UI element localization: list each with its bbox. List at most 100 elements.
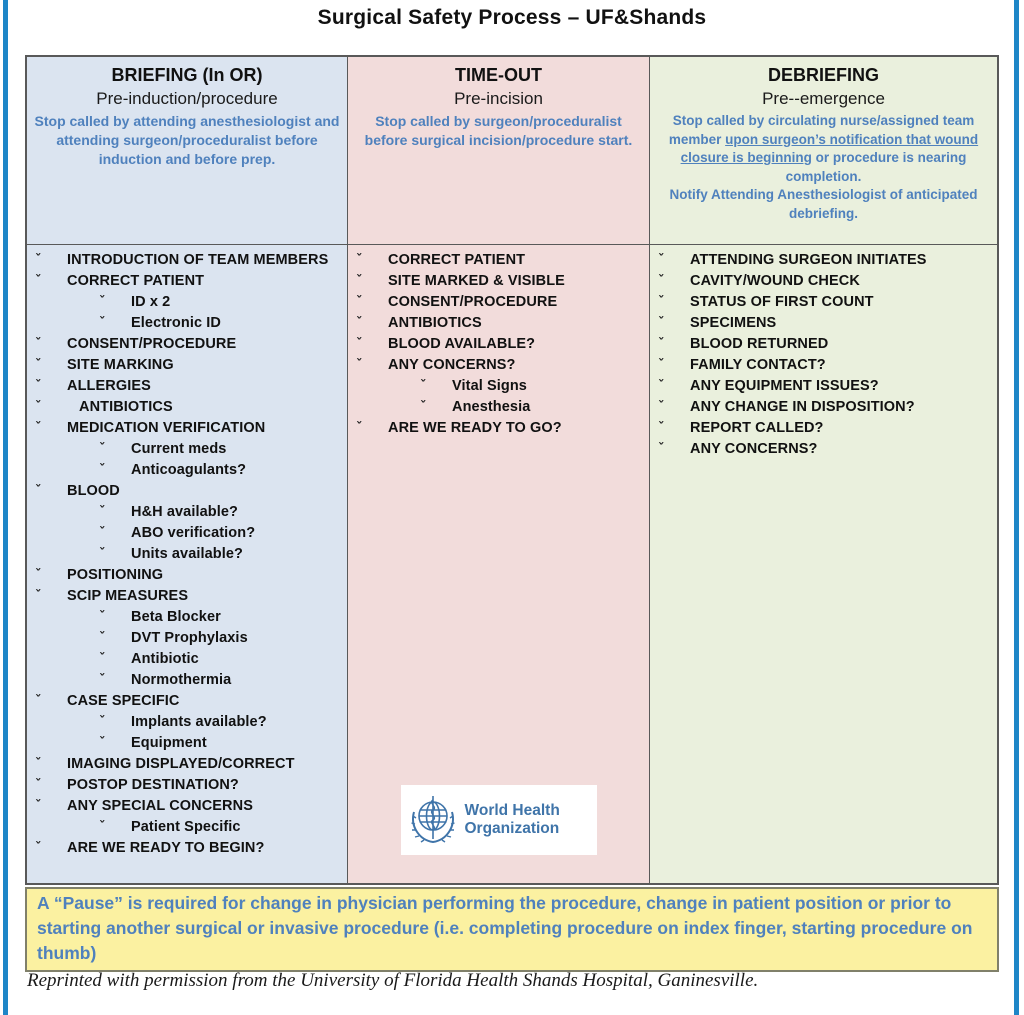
check-bullet-icon: ˇ: [356, 253, 363, 268]
checklist-item-label: Anesthesia: [452, 399, 531, 415]
checklist-item: ˇ ANY EQUIPMENT ISSUES?: [650, 376, 997, 397]
checklist-item-label: Equipment: [131, 735, 207, 751]
check-bullet-icon: ˇ: [99, 715, 106, 730]
checklist-item: ˇ H&H available?: [27, 502, 347, 523]
debriefing-description: Stop called by circulating nurse/assigne…: [656, 112, 991, 223]
checklist-item-label: ABO verification?: [131, 525, 256, 541]
check-bullet-icon: ˇ: [35, 274, 42, 289]
checklist-item-label: CONSENT/PROCEDURE: [388, 294, 558, 310]
checklist-item: ˇ ABO verification?: [27, 523, 347, 544]
check-bullet-icon: ˇ: [99, 547, 106, 562]
checklist-item-label: ANTIBIOTICS: [79, 399, 173, 415]
check-bullet-icon: ˇ: [658, 400, 665, 415]
checklist-item: ˇ ARE WE READY TO BEGIN?: [27, 838, 347, 859]
check-bullet-icon: ˇ: [356, 295, 363, 310]
checklist-item-label: POSTOP DESTINATION?: [67, 777, 239, 793]
briefing-title: BRIEFING (In OR): [111, 65, 263, 85]
check-bullet-icon: ˇ: [658, 421, 665, 436]
checklist-item-label: CORRECT PATIENT: [388, 252, 526, 268]
checklist-item-label: CONSENT/PROCEDURE: [67, 336, 237, 352]
column-timeout: TIME-OUT Pre-incision Stop called by sur…: [347, 57, 650, 883]
checklist-item-label: Implants available?: [131, 714, 267, 730]
check-bullet-icon: ˇ: [356, 421, 363, 436]
check-bullet-icon: ˇ: [356, 337, 363, 352]
checklist-item: ˇ CORRECT PATIENT: [27, 271, 347, 292]
description-underlined-text: upon surgeon’s notification that wound c…: [680, 131, 979, 166]
who-logo-line1: World Health: [464, 802, 560, 819]
checklist-item-label: ARE WE READY TO BEGIN?: [67, 840, 265, 856]
debriefing-subtitle: Pre--emergence: [762, 89, 885, 108]
check-bullet-icon: ˇ: [99, 505, 106, 520]
checklist-item: ˇ CORRECT PATIENT: [348, 250, 649, 271]
check-bullet-icon: ˇ: [35, 253, 42, 268]
briefing-subtitle: Pre-induction/procedure: [96, 89, 278, 108]
checklist-item-label: CORRECT PATIENT: [67, 273, 205, 289]
who-logo: World Health Organization: [400, 785, 597, 855]
check-bullet-icon: ˇ: [35, 421, 42, 436]
who-emblem-icon: [410, 796, 455, 844]
column-briefing: BRIEFING (In OR) Pre-induction/procedure…: [27, 57, 347, 883]
checklist-item: ˇ CONSENT/PROCEDURE: [348, 292, 649, 313]
briefing-header: BRIEFING (In OR) Pre-induction/procedure…: [27, 57, 347, 245]
check-bullet-icon: ˇ: [99, 526, 106, 541]
description-text: Stop called by attending anesthesiologis…: [34, 113, 340, 167]
check-bullet-icon: ˇ: [420, 379, 427, 394]
checklist-item-label: SITE MARKED & VISIBLE: [388, 273, 565, 289]
checklist-item-label: REPORT CALLED?: [690, 420, 824, 436]
check-bullet-icon: ˇ: [99, 652, 106, 667]
check-bullet-icon: ˇ: [99, 610, 106, 625]
check-bullet-icon: ˇ: [99, 736, 106, 751]
checklist-item-label: ALLERGIES: [67, 378, 151, 394]
check-bullet-icon: ˇ: [99, 463, 106, 478]
checklist-item-label: CAVITY/WOUND CHECK: [690, 273, 860, 289]
check-bullet-icon: ˇ: [35, 799, 42, 814]
surgical-safety-table: BRIEFING (In OR) Pre-induction/procedure…: [25, 55, 999, 885]
checklist-item-label: BLOOD RETURNED: [690, 336, 829, 352]
check-bullet-icon: ˇ: [658, 295, 665, 310]
column-debriefing: DEBRIEFING Pre--emergence Stop called by…: [650, 57, 997, 883]
checklist-item-label: ATTENDING SURGEON INITIATES: [690, 252, 927, 268]
check-bullet-icon: ˇ: [35, 358, 42, 373]
checklist-item-label: BLOOD AVAILABLE?: [388, 336, 536, 352]
checklist-item-label: ANY SPECIAL CONCERNS: [67, 798, 253, 814]
check-bullet-icon: ˇ: [35, 757, 42, 772]
debriefing-header: DEBRIEFING Pre--emergence Stop called by…: [650, 57, 997, 245]
timeout-header: TIME-OUT Pre-incision Stop called by sur…: [348, 57, 649, 245]
check-bullet-icon: ˇ: [658, 379, 665, 394]
checklist-item-label: ANY EQUIPMENT ISSUES?: [690, 378, 879, 394]
attribution-line: Reprinted with permission from the Unive…: [27, 970, 759, 991]
check-bullet-icon: ˇ: [658, 337, 665, 352]
who-logo-line2: Organization: [464, 820, 560, 837]
checklist-item-label: H&H available?: [131, 504, 238, 520]
check-bullet-icon: ˇ: [658, 316, 665, 331]
pause-note: A “Pause” is required for change in phys…: [25, 887, 999, 972]
check-bullet-icon: ˇ: [99, 820, 106, 835]
briefing-description: Stop called by attending anesthesiologis…: [33, 112, 341, 169]
checklist-item-label: ID x 2: [131, 294, 171, 310]
checklist-item: ˇ BLOOD AVAILABLE?: [348, 334, 649, 355]
who-logo-text: World Health Organization: [465, 802, 560, 838]
description-text: Stop called by surgeon/proceduralist bef…: [364, 113, 633, 148]
check-bullet-icon: ˇ: [35, 841, 42, 856]
check-bullet-icon: ˇ: [35, 484, 42, 499]
checklist-item: ˇ Equipment: [27, 733, 347, 754]
checklist-item-label: CASE SPECIFIC: [67, 693, 180, 709]
check-bullet-icon: ˇ: [420, 400, 427, 415]
check-bullet-icon: ˇ: [99, 295, 106, 310]
